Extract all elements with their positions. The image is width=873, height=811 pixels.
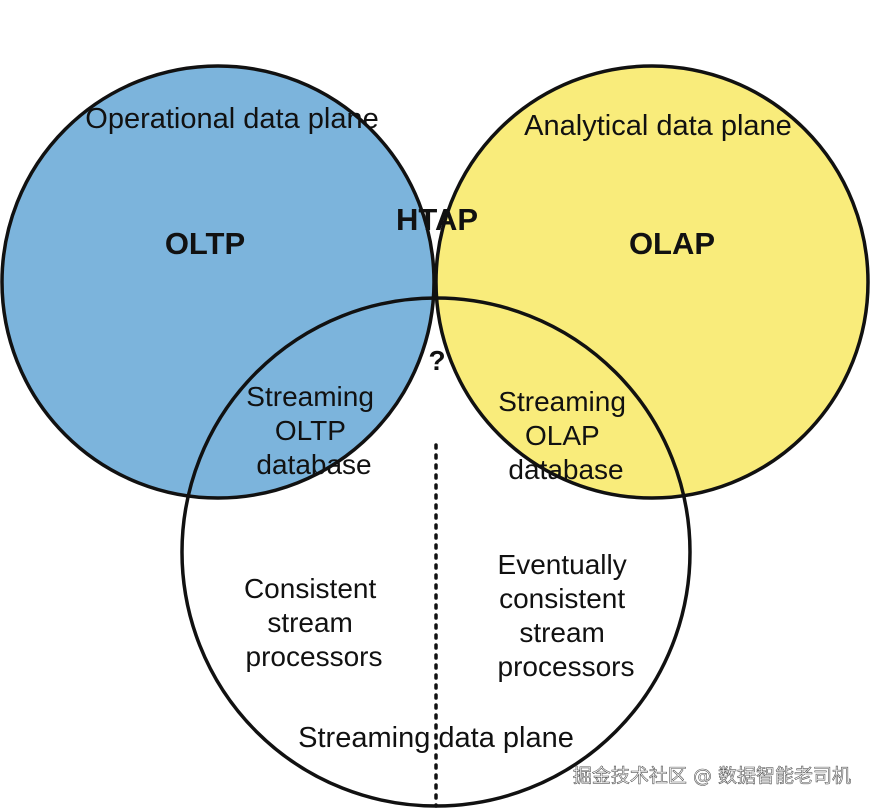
consistent-processors-label: Consistent stream processors <box>244 573 384 672</box>
analytical-plane-circle-fill <box>436 66 868 498</box>
streaming-oltp-label: Streaming OLTP database <box>246 381 381 480</box>
eventually-line-4: processors <box>498 651 635 682</box>
eventually-line-2: consistent <box>499 583 625 614</box>
analytical-plane-label: Analytical data plane <box>524 110 792 142</box>
consistent-line-1: Consistent <box>244 573 377 604</box>
streaming-plane-outline <box>180 296 692 808</box>
streaming-oltp-line-2: OLTP <box>275 415 346 446</box>
analytical-plane-outline <box>434 64 870 500</box>
oltp-label: OLTP <box>165 226 245 261</box>
olap-label: OLAP <box>629 226 715 261</box>
consistent-line-2: stream <box>267 607 353 638</box>
htap-label: HTAP <box>396 202 478 237</box>
streaming-olap-line-1: Streaming <box>498 386 626 417</box>
eventually-line-3: stream <box>519 617 605 648</box>
operational-plane-label: Operational data plane <box>85 103 378 135</box>
consistent-line-3: processors <box>246 641 383 672</box>
eventually-consistent-processors-label: Eventually consistent stream processors <box>498 549 635 682</box>
eventually-line-1: Eventually <box>498 549 627 580</box>
streaming-olap-label: Streaming OLAP database <box>498 386 633 485</box>
streaming-olap-line-2: OLAP <box>525 420 599 451</box>
center-question-label: ? <box>428 345 445 376</box>
streaming-olap-line-3: database <box>508 454 623 485</box>
operational-plane-outline <box>0 64 436 500</box>
streaming-plane-label: Streaming data plane <box>298 722 574 754</box>
streaming-oltp-line-3: database <box>256 449 371 480</box>
streaming-oltp-line-1: Streaming <box>246 381 374 412</box>
watermark-text: 掘金技术社区 @ 数据智能老司机 <box>573 765 851 787</box>
operational-plane-circle-fill <box>2 66 434 498</box>
